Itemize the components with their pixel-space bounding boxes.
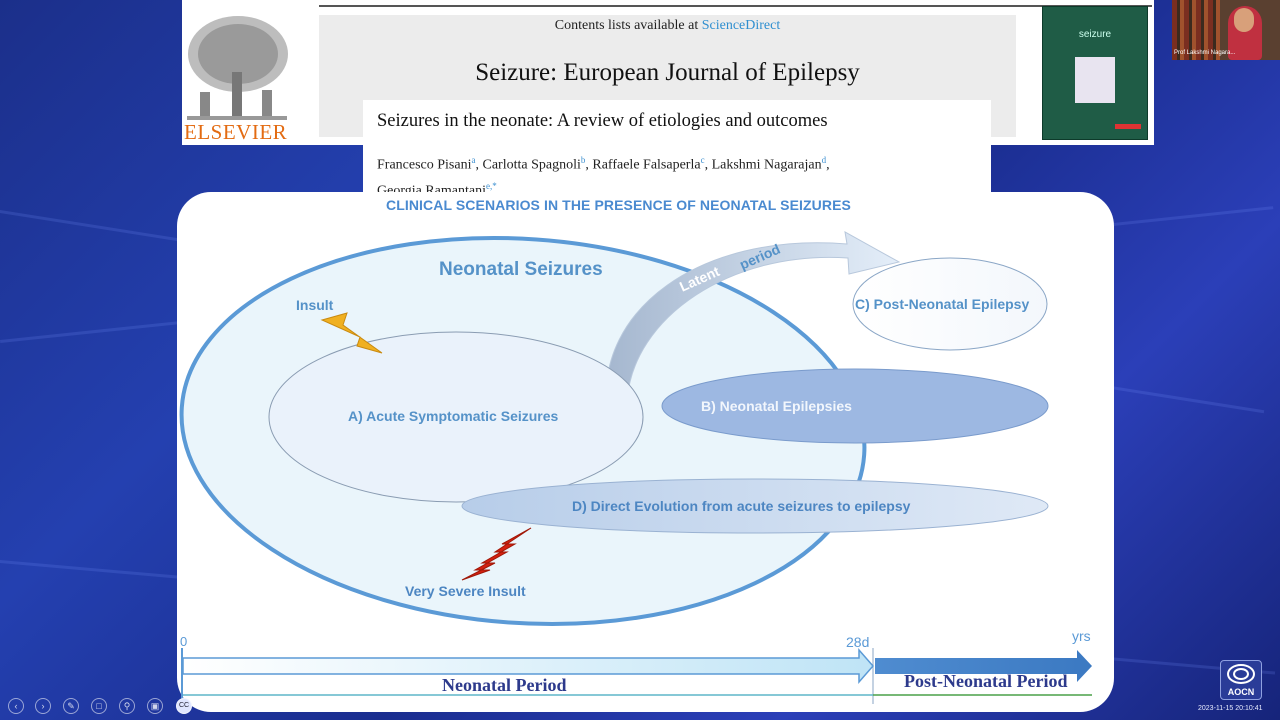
cover-title: seizure xyxy=(1078,29,1112,40)
cover-badge xyxy=(1115,124,1141,129)
sciencedirect-link[interactable]: ScienceDirect xyxy=(701,18,781,33)
author-affiliation: a xyxy=(471,155,476,165)
acute-seizures-label: A) Acute Symptomatic Seizures xyxy=(348,408,559,424)
author-name: Francesco Pisani xyxy=(377,157,472,173)
neonatal-period-arrow xyxy=(182,648,874,684)
speaker-face xyxy=(1234,8,1254,32)
publisher-name: ELSEVIER xyxy=(184,120,288,144)
latent-period-arrow xyxy=(605,231,901,408)
insult-bolt-icon xyxy=(320,312,383,354)
aocn-swirl-icon xyxy=(1227,664,1255,684)
author-affiliation: c xyxy=(700,155,705,165)
journal-title: Seizure: European Journal of Epilepsy xyxy=(475,59,860,86)
elsevier-tree-logo xyxy=(182,12,292,140)
author-name: Lakshmi Nagarajan xyxy=(711,157,822,173)
post-neonatal-period-label: Post-Neonatal Period xyxy=(904,671,1068,691)
speaker-webcam[interactable] xyxy=(1172,0,1280,60)
neonatal-period-label: Neonatal Period xyxy=(442,675,567,695)
copy-icon[interactable]: □ xyxy=(91,698,107,714)
next-icon[interactable]: › xyxy=(35,698,51,714)
recording-timestamp: 2023-11-15 20:10:41 xyxy=(1198,705,1263,712)
screen-icon[interactable]: ▣ xyxy=(147,698,163,714)
cover-image xyxy=(1075,57,1115,103)
author-affiliation: e,* xyxy=(486,180,497,191)
insult-label: Insult xyxy=(296,297,334,313)
very-severe-insult-label: Very Severe Insult xyxy=(405,583,526,599)
post-neonatal-epilepsy-label: C) Post-Neonatal Epilepsy xyxy=(855,296,1030,312)
direct-evolution-label: D) Direct Evolution from acute seizures … xyxy=(572,498,911,514)
aocn-logo: AOCN xyxy=(1220,660,1262,700)
acute-seizures-ellipse xyxy=(268,331,644,503)
presentation-slide: CLINICAL SCENARIOS IN THE PRESENCE OF NE… xyxy=(177,192,1114,712)
aocn-text: AOCN xyxy=(1227,687,1255,697)
author-affiliation: b xyxy=(580,155,586,165)
slide-heading: CLINICAL SCENARIOS IN THE PRESENCE OF NE… xyxy=(386,197,851,213)
article-title: Seizures in the neonate: A review of eti… xyxy=(377,111,828,131)
player-controls: ‹ › ✎ □ ⚲ ▣ CC xyxy=(0,694,330,718)
journal-cover: seizure xyxy=(1042,6,1148,140)
speaker-name: Prof Lakshmi Nagara... xyxy=(1174,50,1236,56)
article-card: Seizures in the neonate: A review of eti… xyxy=(363,100,991,198)
neonatal-epilepsies-ellipse xyxy=(661,368,1049,444)
cc-badge[interactable]: CC xyxy=(176,698,192,714)
neonatal-epilepsies-label: B) Neonatal Epilepsies xyxy=(701,398,852,414)
severe-insult-bolt-icon xyxy=(461,527,532,581)
contents-prefix: Contents lists available at xyxy=(554,18,702,33)
header-rule xyxy=(319,5,1152,7)
author-affiliation: d xyxy=(821,155,827,165)
post-neonatal-epilepsy-ellipse xyxy=(852,257,1048,351)
post-neonatal-period-arrow xyxy=(875,650,1092,682)
direct-evolution-ellipse xyxy=(461,478,1049,534)
prev-icon[interactable]: ‹ xyxy=(8,698,24,714)
timeline-yrs-label: yrs xyxy=(1072,628,1091,644)
article-authors: Francesco Pisania, Carlotta Spagnolib, R… xyxy=(377,155,830,199)
scenario-diagram xyxy=(179,231,1092,704)
author-name: Carlotta Spagnoli xyxy=(482,157,581,173)
contents-line: Contents lists available at ScienceDirec… xyxy=(319,18,1016,34)
neonatal-seizures-label: Neonatal Seizures xyxy=(439,259,603,280)
author-name: Raffaele Falsaperla xyxy=(592,157,701,173)
zoom-icon[interactable]: ⚲ xyxy=(119,698,135,714)
timeline-start-label: 0 xyxy=(180,634,188,649)
timeline-28d-label: 28d xyxy=(846,634,870,650)
pen-icon[interactable]: ✎ xyxy=(63,698,79,714)
bookshelf xyxy=(1172,0,1220,60)
